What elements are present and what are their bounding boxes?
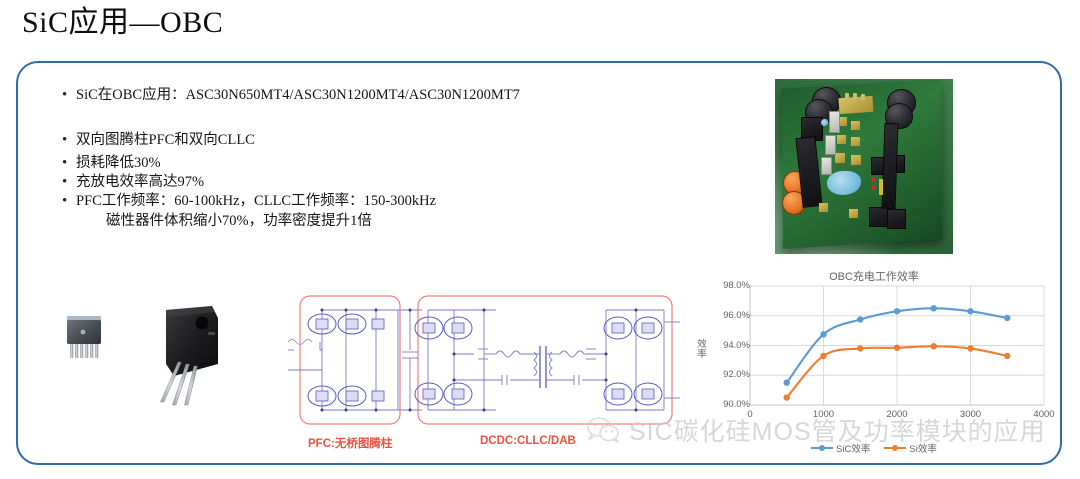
- chart-x-tick-label: 0: [747, 409, 753, 420]
- chart-series: [783, 343, 1011, 401]
- bullet-list: • SiC在OBC应用：ASC30N650MT4/ASC30N1200MT4/A…: [62, 86, 682, 232]
- sic-mosfet-to247-package: [160, 306, 218, 406]
- thermal-compound: [827, 171, 861, 195]
- connector: [829, 111, 840, 133]
- list-item-label: SiC在OBC应用：ASC30N650MT4/ASC30N1200MT4/ASC…: [76, 87, 520, 103]
- chart-x-axis-ticks: 0 1000 2000 3000 4000: [694, 268, 1054, 463]
- chart-y-axis-label: 效率: [697, 339, 707, 360]
- chart-data-point: [967, 345, 974, 352]
- sic-mosfet-d2pak-package: [67, 316, 101, 358]
- chart-data-point: [857, 316, 864, 323]
- chart-data-point: [783, 394, 790, 401]
- chart-y-tick-label: 98.0%: [723, 280, 750, 291]
- chart-data-point: [783, 379, 790, 386]
- gold-pad: [851, 155, 861, 165]
- chart-legend-label: Si效率: [909, 444, 937, 455]
- chart-y-tick-label: 96.0%: [723, 309, 750, 321]
- connector: [821, 157, 832, 175]
- list-item: • 充放电效率高达97%: [62, 173, 682, 192]
- pfc-stage-label: PFC:无桥图腾柱: [308, 438, 393, 450]
- chart-data-point: [930, 305, 937, 312]
- chart-y-tick-label: 90.0%: [723, 399, 750, 410]
- obc-pcb-board-photo: [775, 79, 953, 254]
- smd-component: [871, 177, 876, 182]
- gold-pad: [819, 203, 828, 212]
- smd-component: [845, 93, 849, 99]
- gold-pad: [837, 117, 847, 126]
- chart-data-point: [820, 331, 827, 338]
- bullet-marker-icon: •: [62, 174, 68, 190]
- chart-y-tick-label: 92.0%: [723, 369, 750, 381]
- chart-data-point: [1004, 314, 1011, 322]
- list-item-label: 双向图腾柱PFC和双向CLLC: [76, 132, 255, 148]
- list-item-label: PFC工作频率：60-100kHz，CLLC工作频率：150-300kHz 磁性…: [76, 192, 436, 232]
- connector: [825, 135, 836, 155]
- chart-data-point: [820, 352, 827, 360]
- chart-plot-area: [749, 285, 1045, 406]
- list-item-label-secondary: 磁性器件体积缩小70%，功率密度提升1倍: [106, 213, 372, 229]
- chart-legend-label: SiC效率: [836, 444, 871, 455]
- chart-x-tick-label: 4000: [1033, 409, 1055, 420]
- list-item: • SiC在OBC应用：ASC30N650MT4/ASC30N1200MT4/A…: [62, 86, 682, 105]
- gold-pad: [837, 135, 846, 144]
- page-title: SiC应用—OBC: [22, 6, 224, 39]
- circuit-diagram: [288, 295, 680, 425]
- smd-component: [861, 94, 865, 100]
- dcdc-stage-label: DCDC:CLLC/DAB: [480, 435, 576, 447]
- efficiency-chart: OBC充电工作效率 效率 90.0% 92.0% 94.0% 96.0% 98.0% 0…: [694, 268, 1054, 463]
- list-item-label-primary: PFC工作频率：60-100kHz，CLLC工作频率：150-300kHz: [76, 193, 437, 209]
- gold-pad: [851, 137, 860, 146]
- chart-series: [783, 305, 1011, 386]
- chart-data-point: [857, 345, 864, 352]
- circuit-nodes: [320, 308, 638, 412]
- bullet-marker-icon: •: [62, 155, 68, 171]
- chart-y-axis-ticks: 90.0% 92.0% 94.0% 96.0% 98.0%: [708, 268, 750, 463]
- list-item-label: 充放电效率高达97%: [76, 174, 205, 190]
- list-item: • 损耗降低30%: [62, 154, 682, 173]
- chart-data-point: [1004, 352, 1011, 360]
- chart-legend-swatch: [811, 444, 834, 453]
- gold-pad: [835, 153, 845, 163]
- gold-pad: [851, 121, 860, 130]
- heatsink: [881, 122, 899, 210]
- smd-component: [853, 93, 857, 99]
- chart-legend-swatch: [884, 444, 907, 453]
- chart-data-point: [893, 344, 901, 351]
- smd-component: [879, 179, 883, 195]
- chart-legend-item[interactable]: SiC效率: [811, 441, 870, 455]
- dcdc-stage-outline: [417, 295, 673, 425]
- chart-data-point: [930, 343, 937, 350]
- gold-pad: [849, 209, 858, 218]
- chart-title: OBC充电工作效率: [829, 271, 919, 283]
- smd-component: [821, 119, 828, 126]
- chart-legend: SiC效率 Si效率: [694, 441, 1054, 455]
- list-item: • 双向图腾柱PFC和双向CLLC: [62, 131, 682, 150]
- power-module: [869, 207, 888, 227]
- chart-y-tick-label: 94.0%: [723, 339, 750, 351]
- chart-x-tick-label: 3000: [959, 409, 982, 420]
- pfc-stage-outline: [299, 295, 401, 425]
- mosfet-symbols: [307, 313, 663, 407]
- chart-x-tick-label: 2000: [886, 409, 908, 420]
- smd-component: [871, 185, 876, 190]
- spacer: [62, 105, 682, 131]
- list-item: • PFC工作频率：60-100kHz，CLLC工作频率：150-300kHz …: [62, 192, 682, 232]
- bullet-marker-icon: •: [62, 132, 68, 148]
- power-module: [887, 209, 906, 229]
- chart-data-point: [893, 308, 901, 315]
- bullet-marker-icon: •: [62, 193, 68, 209]
- chart-legend-item[interactable]: Si效率: [884, 441, 937, 455]
- bullet-marker-icon: •: [62, 87, 68, 103]
- chart-data-point: [967, 308, 974, 315]
- list-item-label: 损耗降低30%: [76, 155, 161, 171]
- chart-x-tick-label: 1000: [812, 409, 835, 420]
